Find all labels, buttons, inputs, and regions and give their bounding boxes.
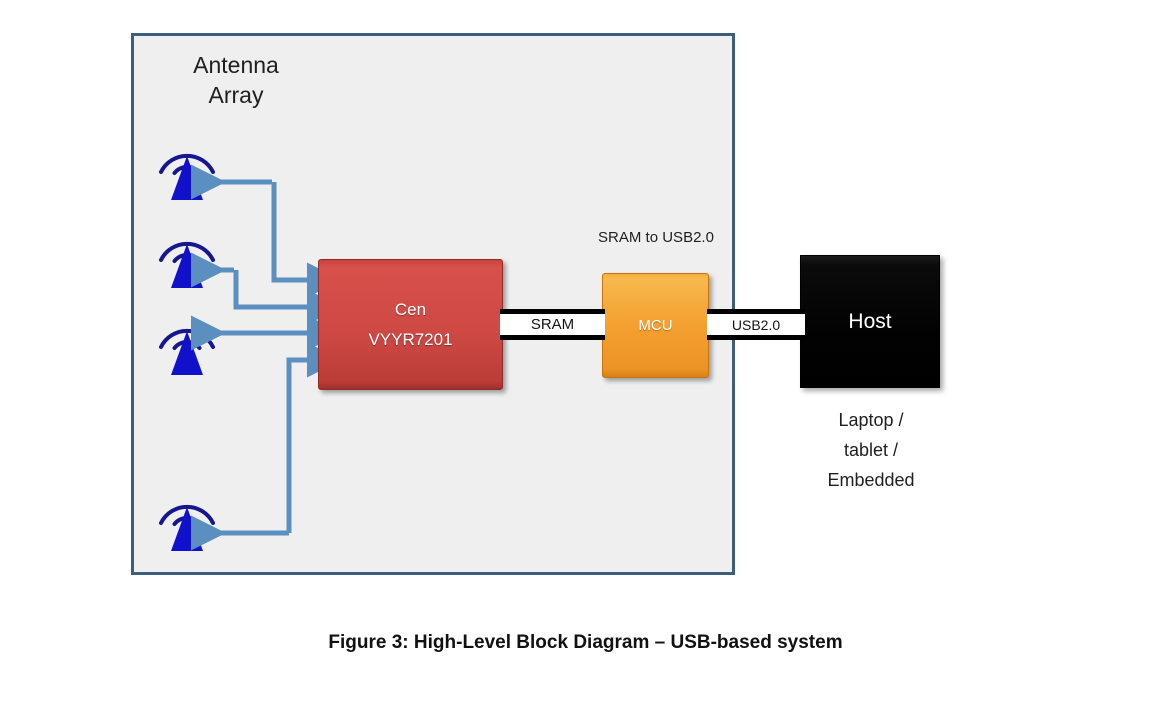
bridge-annotation: SRAM to USB2.0 bbox=[598, 229, 714, 246]
antenna-4 bbox=[150, 475, 224, 551]
antenna-2 bbox=[150, 212, 224, 288]
antenna-array-label: Antenna Array bbox=[193, 52, 279, 108]
antenna-1 bbox=[150, 124, 224, 200]
figure-caption: Figure 3: High-Level Block Diagram – USB… bbox=[328, 632, 843, 653]
block-host[interactable]: Host bbox=[800, 255, 940, 388]
bus-sram: SRAM bbox=[500, 309, 605, 340]
antenna-3 bbox=[150, 299, 224, 375]
block-cen-vyyr7201[interactable]: Cen VYYR7201 bbox=[318, 259, 503, 390]
bus-usb20: USB2.0 bbox=[707, 309, 805, 340]
host-caption: Laptop / tablet / Embedded bbox=[827, 410, 915, 490]
block-mcu[interactable]: MCU bbox=[602, 273, 709, 378]
